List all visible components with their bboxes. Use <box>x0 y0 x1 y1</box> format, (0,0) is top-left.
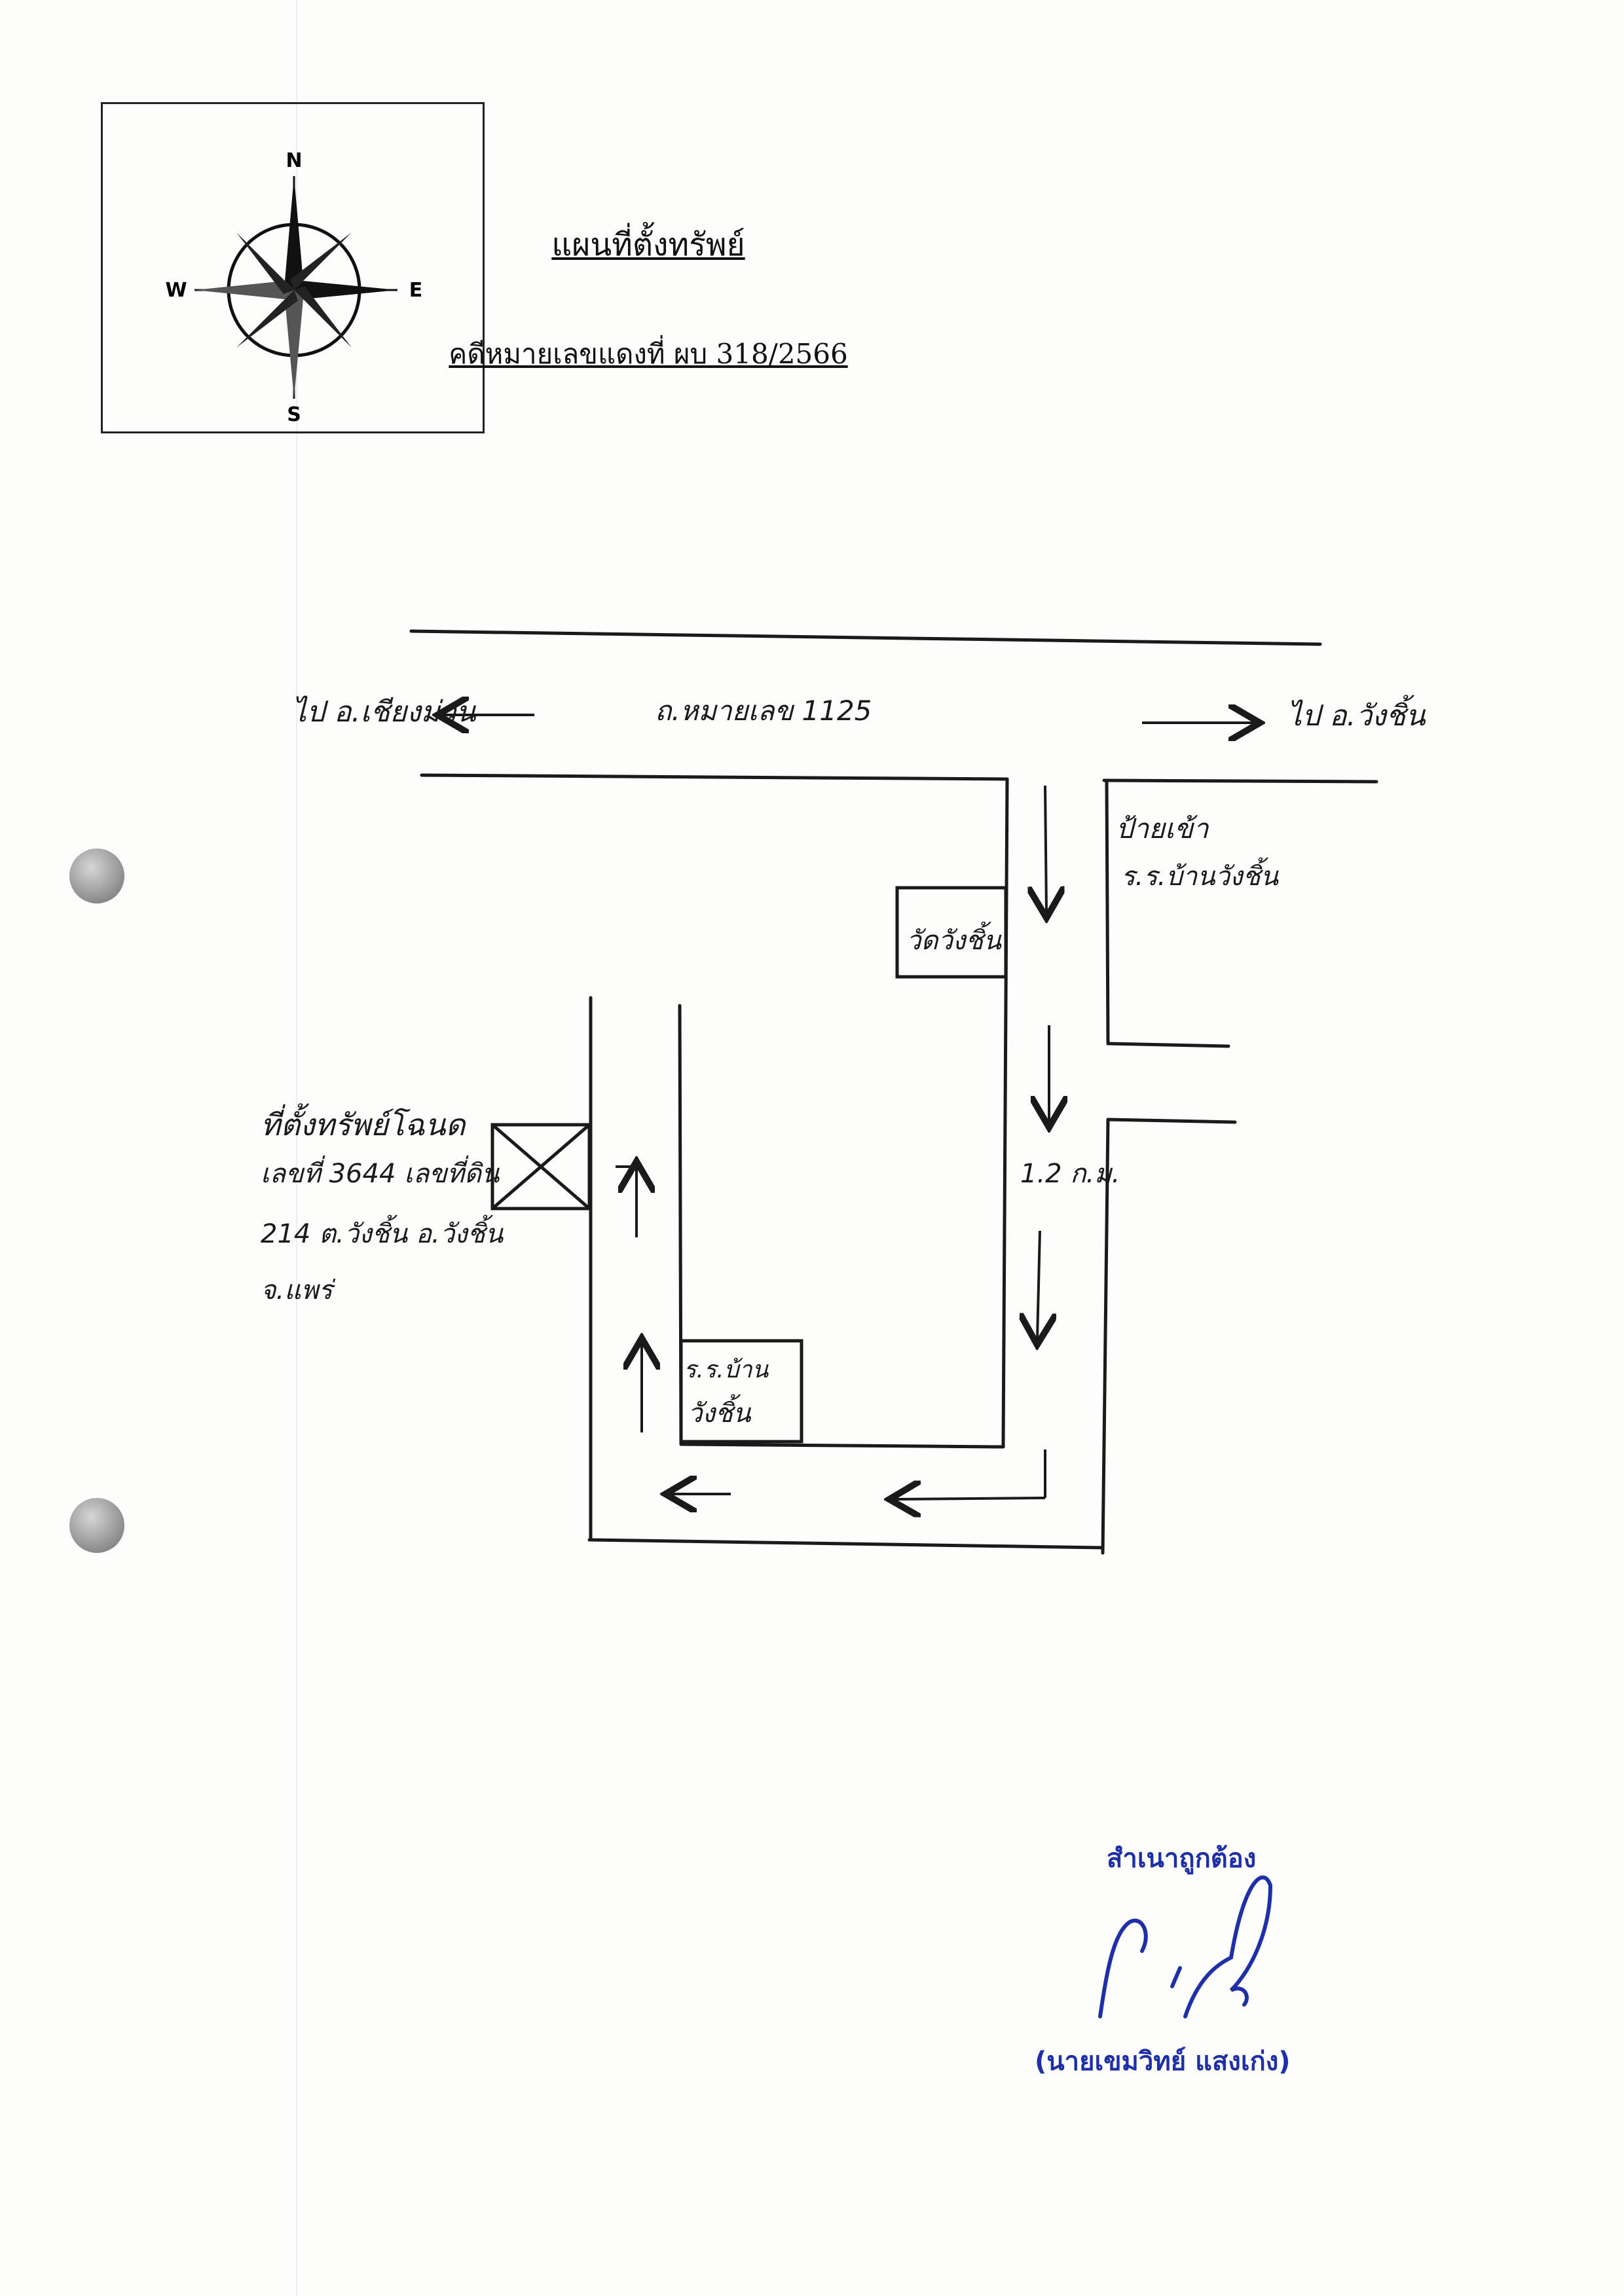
punch-hole-top <box>69 848 124 903</box>
side-road-branch-top <box>1106 1042 1230 1048</box>
temple-box <box>895 886 1008 979</box>
certifier-name: (นายเขมวิทย์ แสงเก่ง) <box>1035 2047 1291 2077</box>
property-line1: ที่ตั้งทรัพย์โฉนด <box>261 1103 466 1142</box>
compass-south-label: S <box>287 403 301 426</box>
arrow-west-2-icon <box>895 1498 1046 1499</box>
temple-label: วัดวังชิ้น <box>906 921 1003 956</box>
property-line3: 214 ต.วังชิ้น อ.วังชิ้น <box>261 1214 504 1249</box>
paper-edge-line <box>296 0 297 2296</box>
side-road-east-edge-top <box>1105 778 1110 1046</box>
compass-east-label: E <box>409 279 423 302</box>
property-cross-2 <box>490 1123 591 1211</box>
side-road-west-edge <box>1001 777 1009 1449</box>
compass-north-label: N <box>286 149 302 172</box>
to-west-label: ไป อ.เชียงม่วน <box>292 695 477 729</box>
compass-rose-box: N S E W <box>101 102 485 433</box>
highway-south-edge-west <box>420 773 1009 781</box>
side-road-branch-bottom <box>1106 1118 1237 1124</box>
certified-stamp: สำเนาถูกต้อง <box>1107 1844 1257 1874</box>
property-line4: จ.แพร่ <box>261 1275 336 1305</box>
sign-line2: ร.ร.บ้านวังชิ้น <box>1121 857 1280 892</box>
school-box <box>679 1339 803 1444</box>
distance-label: 1.2 ก.ม. <box>1020 1159 1120 1189</box>
case-number: คดีหมายเลขแดงที่ ผบ 318/2566 <box>449 338 848 370</box>
loop-inner-bottom <box>679 1442 1005 1449</box>
sign-line1: ป้ายเข้า <box>1116 812 1209 845</box>
side-road-east-edge-bottom <box>1101 1118 1110 1555</box>
highway-north-edge <box>409 629 1322 646</box>
property-line2: เลขที่ 3644 เลขที่ดิน <box>261 1155 500 1189</box>
signature-icon <box>1098 1875 1273 2018</box>
compass-icon: N S E W <box>165 149 423 426</box>
loop-outer-bottom <box>587 1538 1105 1550</box>
to-east-label: ไป อ.วังชิ้น <box>1287 695 1427 733</box>
property-marker <box>490 1123 591 1211</box>
highway-south-edge-east <box>1102 778 1378 784</box>
punch-hole-bottom <box>69 1498 124 1553</box>
arrow-down-3-icon <box>1037 1230 1040 1339</box>
compass-west-label: W <box>165 279 187 302</box>
page-title: แผนที่ตั้งทรัพย์ <box>551 227 745 263</box>
arrow-down-1-icon <box>1045 785 1046 913</box>
school-line1: ร.ร.บ้าน <box>684 1357 769 1383</box>
road-name-label: ถ.หมายเลข 1125 <box>655 695 872 727</box>
school-line2: วังชิ้น <box>688 1394 752 1429</box>
